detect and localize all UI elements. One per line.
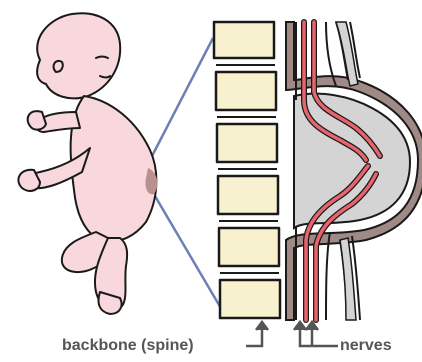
- backbone-pointer: [246, 322, 268, 346]
- spine-cross-section: [214, 22, 422, 320]
- label-nerves: nerves: [340, 337, 392, 355]
- baby-head: [37, 13, 120, 98]
- zoom-lines: [150, 38, 222, 310]
- baby-fist: [28, 111, 46, 130]
- nerves-pointer: [294, 322, 338, 346]
- label-backbone: backbone (spine): [62, 337, 194, 355]
- meningeal-sac: [294, 94, 410, 228]
- baby-illustration: [18, 13, 157, 314]
